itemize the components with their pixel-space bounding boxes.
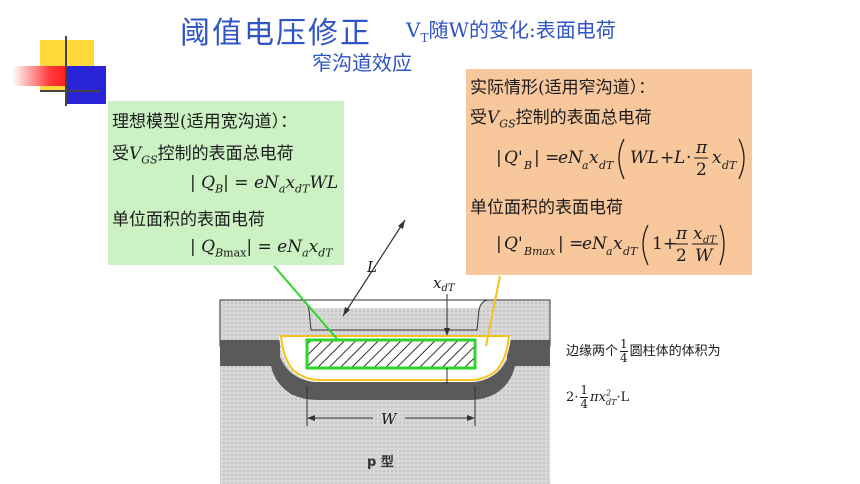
svg-text:B: B <box>523 159 532 172</box>
real-formula-total: | Q ' B | = eN a x dT WL + L · π 2 x dT <box>496 138 745 180</box>
svg-text:eN: eN <box>582 234 608 254</box>
svg-text:x: x <box>589 148 599 168</box>
left-dark-band <box>220 340 280 366</box>
svg-text:x: x <box>613 234 623 254</box>
label-xdT: xdT <box>433 274 456 294</box>
ideal-line3: 单位面积的表面电荷 <box>112 210 265 230</box>
oxide-edge <box>220 346 550 400</box>
ideal-model-box: 理想模型(适用宽沟道）： 受VGS控制的表面总电荷 | QB| = eNaxdT… <box>108 101 344 265</box>
mosfet-cross-section-diagram: L xdT W p 型 <box>219 219 551 484</box>
svg-text:·: · <box>686 148 691 168</box>
real-formula-unit: | Q ' Bmax | = eN a x dT 1+ π 2 x dT W <box>496 224 725 266</box>
label-substrate: p 型 <box>367 454 394 470</box>
svg-text:Bmax: Bmax <box>523 245 556 258</box>
svg-text:a: a <box>582 159 589 172</box>
svg-text:dT: dT <box>703 235 717 246</box>
svg-text:dT: dT <box>623 245 639 258</box>
svg-text:Q: Q <box>504 148 518 168</box>
svg-text:π: π <box>695 138 708 158</box>
svg-text:dT: dT <box>722 159 738 172</box>
length-arrow <box>342 219 406 317</box>
right-dark-band <box>507 340 550 366</box>
real-line3: 单位面积的表面电荷 <box>470 198 623 218</box>
label-W: W <box>381 410 398 428</box>
svg-text:+: + <box>660 148 674 168</box>
ideal-heading: 理想模型(适用宽沟道）： <box>112 112 298 132</box>
svg-text:dT: dT <box>599 159 615 172</box>
ideal-formula-unit: | QBmax| = eNaxdT <box>190 237 333 260</box>
page-title: 阈值电压修正 <box>180 16 372 51</box>
real-heading: 实际情形(适用窄沟道）： <box>470 78 656 98</box>
svg-text:2: 2 <box>676 246 687 266</box>
svg-text:L: L <box>673 148 685 168</box>
deco-square-blue <box>66 66 106 104</box>
svg-text:': ' <box>518 234 523 254</box>
real-line1: 受VGS控制的表面总电荷 <box>470 108 652 131</box>
svg-text:| =: | = <box>534 148 559 168</box>
svg-text:|: | <box>496 234 502 254</box>
ideal-depletion-rect <box>305 338 477 370</box>
page-subtitle: VT随W的变化:表面电荷 <box>406 18 616 45</box>
svg-text:1+: 1+ <box>652 234 677 254</box>
deco-line-horizontal <box>40 90 100 92</box>
ideal-formula-total: | QB| = eNaxdTWL <box>190 173 339 196</box>
svg-text:eN: eN <box>558 148 584 168</box>
real-callout-line <box>485 275 501 347</box>
deco-square-red <box>12 66 66 86</box>
svg-text:W: W <box>695 246 714 266</box>
label-L: L <box>366 258 377 276</box>
real-case-box: 实际情形(适用窄沟道）： 受VGS控制的表面总电荷 | Q ' B | = eN… <box>466 69 752 275</box>
ideal-callout-line <box>273 265 339 341</box>
svg-text:2: 2 <box>696 160 707 180</box>
svg-text:π: π <box>675 224 688 244</box>
svg-text:a: a <box>606 245 613 258</box>
svg-text:WL: WL <box>630 148 659 168</box>
svg-text:': ' <box>518 148 523 168</box>
svg-text:|: | <box>496 148 502 168</box>
deco-line-vertical <box>65 36 67 106</box>
ideal-line1: 受VGS控制的表面总电荷 <box>112 144 294 167</box>
page-subtitle-2: 窄沟道效应 <box>312 51 412 75</box>
svg-text:| =: | = <box>558 234 583 254</box>
svg-text:x: x <box>693 224 703 244</box>
real-depletion-outline <box>279 335 511 381</box>
svg-text:x: x <box>712 148 722 168</box>
svg-text:Q: Q <box>504 234 518 254</box>
